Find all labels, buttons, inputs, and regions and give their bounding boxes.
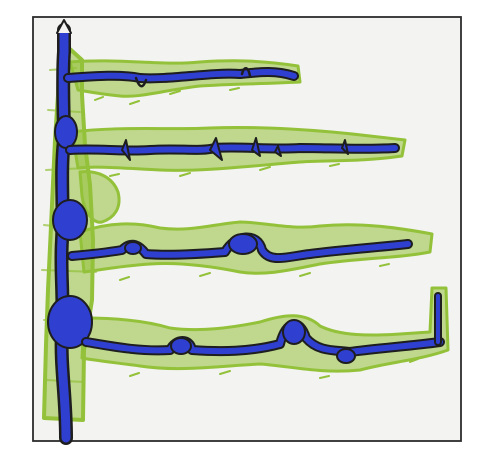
branch-4-node-2: [282, 319, 306, 345]
patch-halo: [78, 170, 121, 224]
halo-sketch-marks: [94, 87, 419, 379]
trunk-bulb-2: [52, 199, 88, 241]
branch-1-channel: [65, 69, 297, 82]
blue-channel-network: [47, 19, 445, 445]
branch-4-node-1: [170, 337, 192, 355]
branch-4-node-3: [336, 348, 356, 364]
branch-2-nodes: [121, 137, 349, 161]
trunk-bulb-1: [54, 115, 78, 149]
trunk-bulb-3: [47, 295, 93, 349]
drawing-frame: [32, 16, 462, 442]
branch-1-nodes: [134, 67, 252, 88]
trunk-channel: [56, 25, 71, 443]
branch-3-bulge: [228, 233, 258, 255]
branch-3-channel: [69, 234, 411, 261]
branch-3-node: [124, 241, 142, 255]
trunk-arrow-icon: [56, 19, 72, 34]
